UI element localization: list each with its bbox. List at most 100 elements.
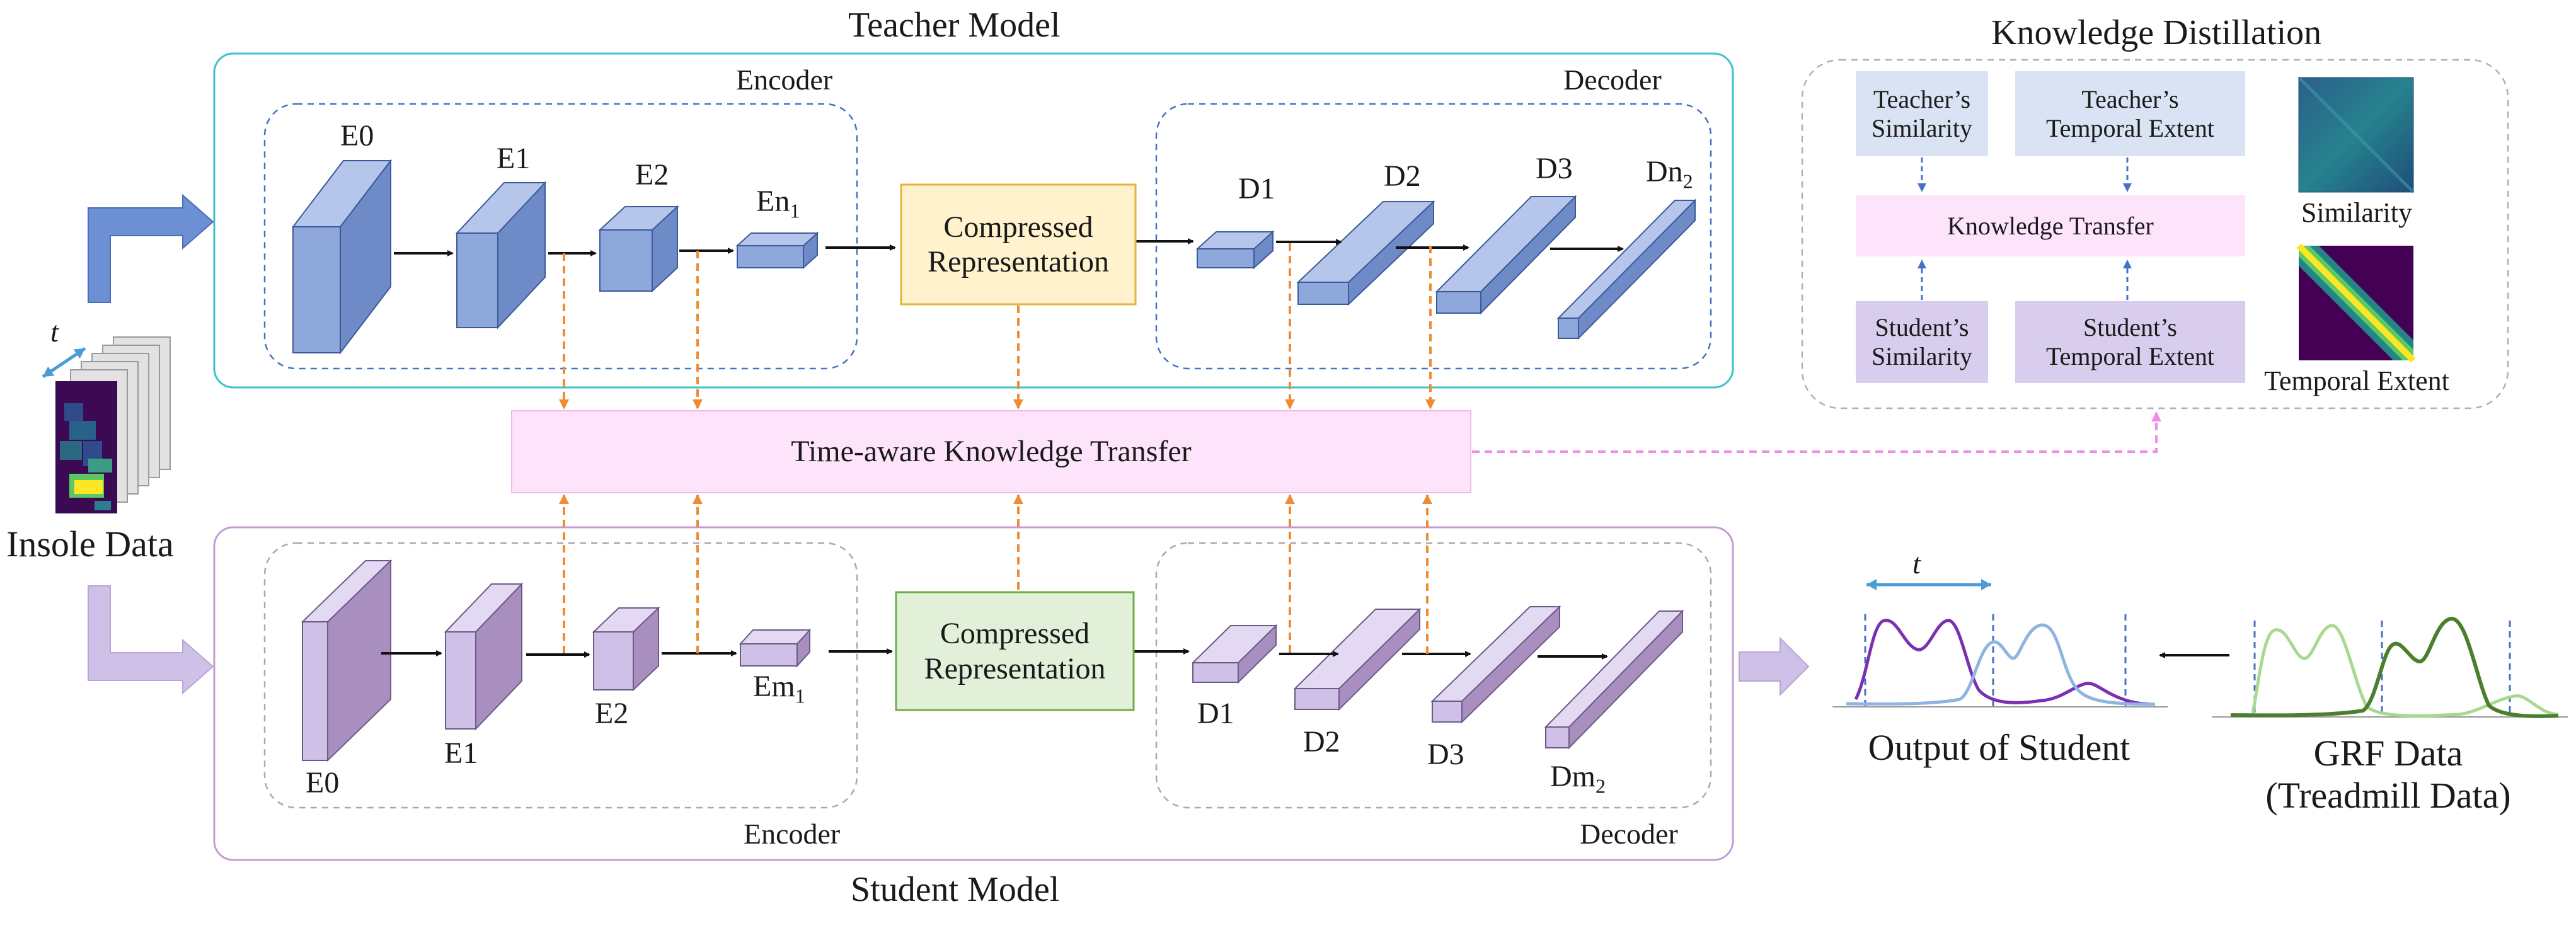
kd-similarity-image-label: Similarity — [2301, 197, 2412, 228]
similarity-matrix-image — [2297, 76, 2415, 193]
student-dm2-sub: 2 — [1596, 774, 1606, 798]
teacher-compressed-line2: Representation — [928, 245, 1109, 278]
student-block-d2 — [1293, 607, 1422, 711]
kd-teacher-similarity-l1: Teacher’s — [1873, 84, 1971, 113]
teacher-label-d3: D3 — [1536, 152, 1573, 185]
teacher-label-e1: E1 — [497, 142, 531, 175]
teacher-compressed-box — [900, 183, 1137, 306]
output-time-label: t — [1912, 547, 1921, 580]
student-decoder-label: Decoder — [1580, 818, 1678, 850]
student-label-d2: D2 — [1303, 725, 1340, 759]
student-block-e0 — [301, 559, 393, 762]
student-label-em1: Em1 — [753, 669, 805, 708]
grf-label-l1: GRF Data — [2313, 733, 2463, 774]
kd-title: Knowledge Distillation — [1991, 13, 2322, 52]
teacher-block-dn2 — [1556, 198, 1697, 340]
temporal-extent-image — [2296, 243, 2416, 363]
teacher-en1-sub: 1 — [790, 199, 800, 222]
kd-teacher-temporal-box — [2015, 71, 2245, 156]
kd-student-temporal-l2: Temporal Extent — [2045, 342, 2215, 370]
student-label-e0: E0 — [306, 766, 340, 799]
teacher-label-dn2: Dn2 — [1646, 154, 1693, 193]
transfer-bar-label: Time-aware Knowledge Transfer — [791, 435, 1192, 469]
student-compressed-line1: Compressed — [940, 617, 1090, 651]
time-arrow-icon — [42, 346, 86, 379]
teacher-block-en1 — [735, 231, 819, 270]
kd-student-temporal-box — [2015, 301, 2245, 383]
teacher-block-d3 — [1435, 195, 1577, 315]
teacher-block-d1 — [1195, 230, 1275, 270]
teacher-en1-main: En — [756, 185, 790, 218]
teacher-label-e2: E2 — [635, 158, 669, 192]
input-arrow-teacher — [88, 193, 214, 303]
student-label-e1: E1 — [444, 736, 478, 770]
insole-time-label: t — [50, 316, 59, 348]
kd-student-similarity-l2: Similarity — [1872, 342, 1972, 370]
student-em1-sub: 1 — [795, 684, 805, 707]
student-output-label: Output of Student — [1868, 727, 2130, 769]
student-block-d3 — [1430, 605, 1561, 724]
teacher-block-e2 — [598, 205, 679, 293]
teacher-dn2-main: Dn — [1646, 155, 1683, 188]
student-block-dm2 — [1544, 609, 1684, 750]
teacher-label-en1: En1 — [756, 184, 800, 223]
teacher-block-e0 — [291, 159, 393, 355]
kd-knowledge-transfer-label: Knowledge Transfer — [1947, 211, 2154, 240]
kd-teacher-similarity-box — [1856, 71, 1988, 156]
insole-heatmap — [55, 381, 117, 513]
teacher-compressed-line1: Compressed — [943, 210, 1093, 244]
transfer-bar — [511, 410, 1471, 493]
teacher-encoder-label: Encoder — [736, 64, 833, 96]
student-flow-arrows — [381, 648, 1608, 660]
student-encoder-label: Encoder — [744, 818, 841, 850]
teacher-frame — [213, 52, 1734, 389]
kd-blue-arrows — [1918, 158, 2132, 300]
student-block-e2 — [592, 606, 660, 692]
teacher-model-title: Teacher Model — [848, 6, 1061, 45]
grf-label: GRF Data(Treadmill Data) — [2205, 724, 2571, 825]
student-dm2-main: Dm — [1550, 760, 1596, 793]
student-em1-main: Em — [753, 670, 795, 703]
student-label-dm2: Dm2 — [1550, 759, 1606, 798]
kd-teacher-temporal-l1: Teacher’s — [2081, 84, 2179, 113]
student-encoder-frame — [263, 542, 858, 809]
kd-teacher-similarity-l2: Similarity — [1872, 113, 1972, 142]
student-compressed-line2: Representation — [924, 651, 1106, 685]
student-label-e2: E2 — [595, 697, 629, 730]
student-decoder-frame — [1155, 542, 1712, 809]
student-model-title: Student Model — [851, 870, 1060, 909]
grf-label-l2: (Treadmill Data) — [2265, 775, 2511, 816]
teacher-encoder-frame — [263, 103, 858, 370]
teacher-label-d1: D1 — [1238, 172, 1275, 205]
kd-temporal-image-label: Temporal Extent — [2264, 365, 2449, 396]
kd-knowledge-transfer-box — [1856, 195, 2245, 256]
student-frame — [213, 526, 1734, 861]
student-block-d1 — [1191, 624, 1278, 684]
teacher-label-e0: E0 — [340, 119, 374, 152]
teacher-block-e1 — [455, 181, 547, 329]
pink-arrow-to-kd — [1472, 411, 2161, 453]
orange-arrows-teacher — [559, 243, 1435, 410]
orange-arrows-student — [559, 494, 1432, 654]
student-block-e1 — [444, 582, 524, 731]
student-label-d1: D1 — [1197, 697, 1234, 730]
student-compressed-box — [895, 591, 1135, 711]
kd-teacher-temporal-l2: Temporal Extent — [2045, 113, 2215, 142]
input-arrow-student — [88, 585, 214, 695]
insole-data-label: Insole Data — [6, 524, 174, 564]
kd-student-similarity-l1: Student’s — [1875, 313, 1969, 341]
teacher-decoder-label: Decoder — [1563, 64, 1662, 96]
output-arrow — [1739, 636, 1810, 697]
teacher-flow-arrows — [394, 238, 1624, 256]
teacher-decoder-frame — [1155, 103, 1712, 370]
teacher-dn2-sub: 2 — [1682, 169, 1693, 193]
student-output-plot — [1832, 579, 2168, 707]
student-block-em1 — [739, 628, 812, 668]
grf-plot — [2212, 617, 2568, 718]
